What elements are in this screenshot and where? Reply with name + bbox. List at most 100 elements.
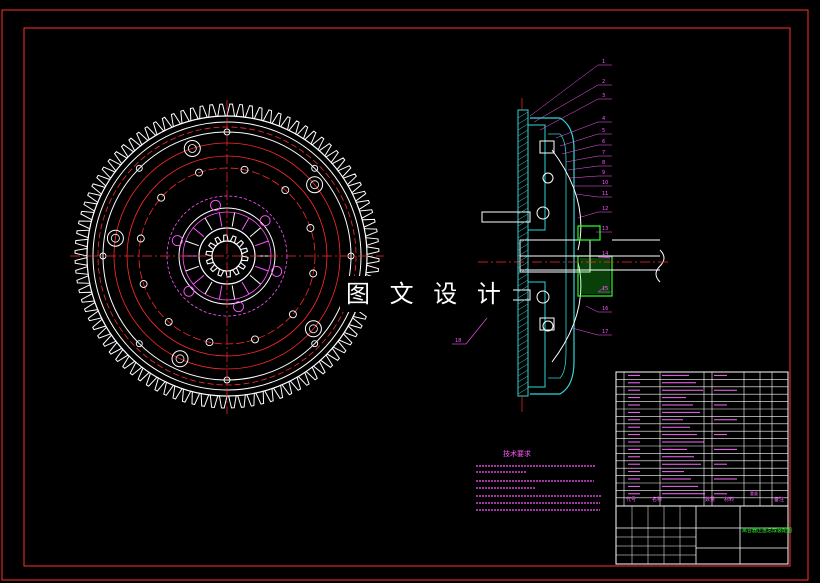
drawing-title: 离合器压盘总成装配图 <box>742 527 792 534</box>
output-shaft <box>520 239 660 271</box>
rivet-hole <box>281 186 290 195</box>
input-shaft <box>481 211 531 223</box>
diaphragm-finger <box>249 227 262 238</box>
hatch-line <box>517 135 529 143</box>
callout-18-leader <box>465 317 488 345</box>
callout-number: 6 <box>602 139 605 145</box>
callout-number: 5 <box>602 128 605 134</box>
hatch-line <box>517 159 529 167</box>
rivet-lower <box>536 290 550 304</box>
hatch-line <box>517 321 529 329</box>
hatch-line <box>517 249 529 257</box>
section-hatching <box>517 111 529 395</box>
hatch-line <box>517 285 529 293</box>
diaphragm-finger <box>249 274 262 285</box>
technical-notes-text-lines <box>476 465 602 511</box>
hatch-line <box>517 255 529 263</box>
bolt-hole-inner <box>111 233 120 243</box>
callout-number: 3 <box>602 93 605 99</box>
hatch-line <box>517 369 529 377</box>
callout-leader <box>539 98 599 131</box>
rivet-holes <box>99 128 355 384</box>
callout-number: 10 <box>602 180 608 186</box>
callout-leader <box>529 64 599 117</box>
rivet-hole <box>251 335 259 344</box>
hatch-line <box>517 195 529 203</box>
hatch-line <box>517 381 529 389</box>
bolt-hole-inner <box>175 354 185 364</box>
hatch-line <box>517 189 529 197</box>
hatch-line <box>517 243 529 251</box>
callout-number: 9 <box>602 170 605 176</box>
col-header-material: 材料 <box>724 496 734 503</box>
hatch-line <box>517 315 529 323</box>
diaphragm-finger <box>231 285 236 300</box>
rivet-hole <box>306 224 315 232</box>
flywheel-hole <box>223 128 231 136</box>
callout-number: 15 <box>602 286 608 292</box>
hatch-line <box>517 207 529 215</box>
rivet-bottom <box>542 320 554 332</box>
hatch-line <box>517 375 529 383</box>
callout-number: 7 <box>602 150 605 156</box>
rivet-top <box>542 172 554 184</box>
hatch-line <box>517 261 529 269</box>
flywheel-section <box>517 109 529 397</box>
bolt-hole <box>106 229 124 247</box>
callout-leader <box>571 327 599 336</box>
col-header-name: 名称 <box>652 496 662 503</box>
bolt-holes <box>106 140 324 368</box>
callout-number: 8 <box>602 160 605 166</box>
flywheel-hole <box>311 340 319 348</box>
diaphragm-spring-fingers <box>171 199 283 313</box>
technical-notes-title: 技术要求 <box>503 450 531 458</box>
inner-frame <box>23 27 791 567</box>
hatch-line <box>517 237 529 245</box>
callout-number: 12 <box>602 206 608 212</box>
hatch-line <box>517 201 529 209</box>
bolt-hole-inner <box>308 324 318 334</box>
hub-spring-window <box>183 285 195 297</box>
diaphragm-finger <box>255 265 269 272</box>
col-header-qty: 数量 <box>705 496 715 503</box>
outer-frame <box>1 9 809 581</box>
title-block-frame <box>615 505 789 565</box>
parts-list-rows <box>616 372 788 506</box>
callout-number: 4 <box>602 116 605 122</box>
rivet-hole <box>139 280 148 288</box>
title-block: 离合器压盘总成装配图 <box>615 371 792 565</box>
hatch-line <box>517 387 529 395</box>
col-header-weight: 重量 <box>750 490 758 496</box>
diaphragm-finger <box>204 281 213 295</box>
col-header-remark: 备注 <box>774 496 784 503</box>
callout-number: 17 <box>602 329 608 335</box>
callout-leader <box>555 121 599 139</box>
callout-leader <box>569 175 599 179</box>
rivet-hole <box>240 165 249 174</box>
flywheel-hole <box>135 164 143 172</box>
hatch-line <box>517 291 529 299</box>
hatch-line <box>517 123 529 131</box>
bolt-upper <box>539 140 555 154</box>
hub-spring-window <box>259 215 271 227</box>
callout-leader <box>565 155 599 163</box>
diaphragm-spring <box>551 149 582 363</box>
hub-spring-window <box>233 301 244 313</box>
diaphragm-finger <box>218 285 223 300</box>
hatch-line <box>517 363 529 371</box>
hatch-line <box>517 129 529 137</box>
parts-list-frame <box>615 371 789 507</box>
rivet-hole <box>157 193 166 202</box>
diaphragm-finger <box>185 265 199 272</box>
callout-number: 14 <box>602 251 608 257</box>
diaphragm-finger <box>231 212 236 227</box>
hatch-line <box>517 309 529 317</box>
title-grid-cells <box>616 506 696 564</box>
hatch-line <box>517 213 529 221</box>
callout-leader <box>561 144 599 155</box>
diaphragm-finger <box>218 212 223 227</box>
rivet-hole <box>164 317 173 326</box>
rivet-hole <box>136 234 145 243</box>
callout-leader <box>585 305 599 313</box>
hatch-line <box>517 273 529 281</box>
